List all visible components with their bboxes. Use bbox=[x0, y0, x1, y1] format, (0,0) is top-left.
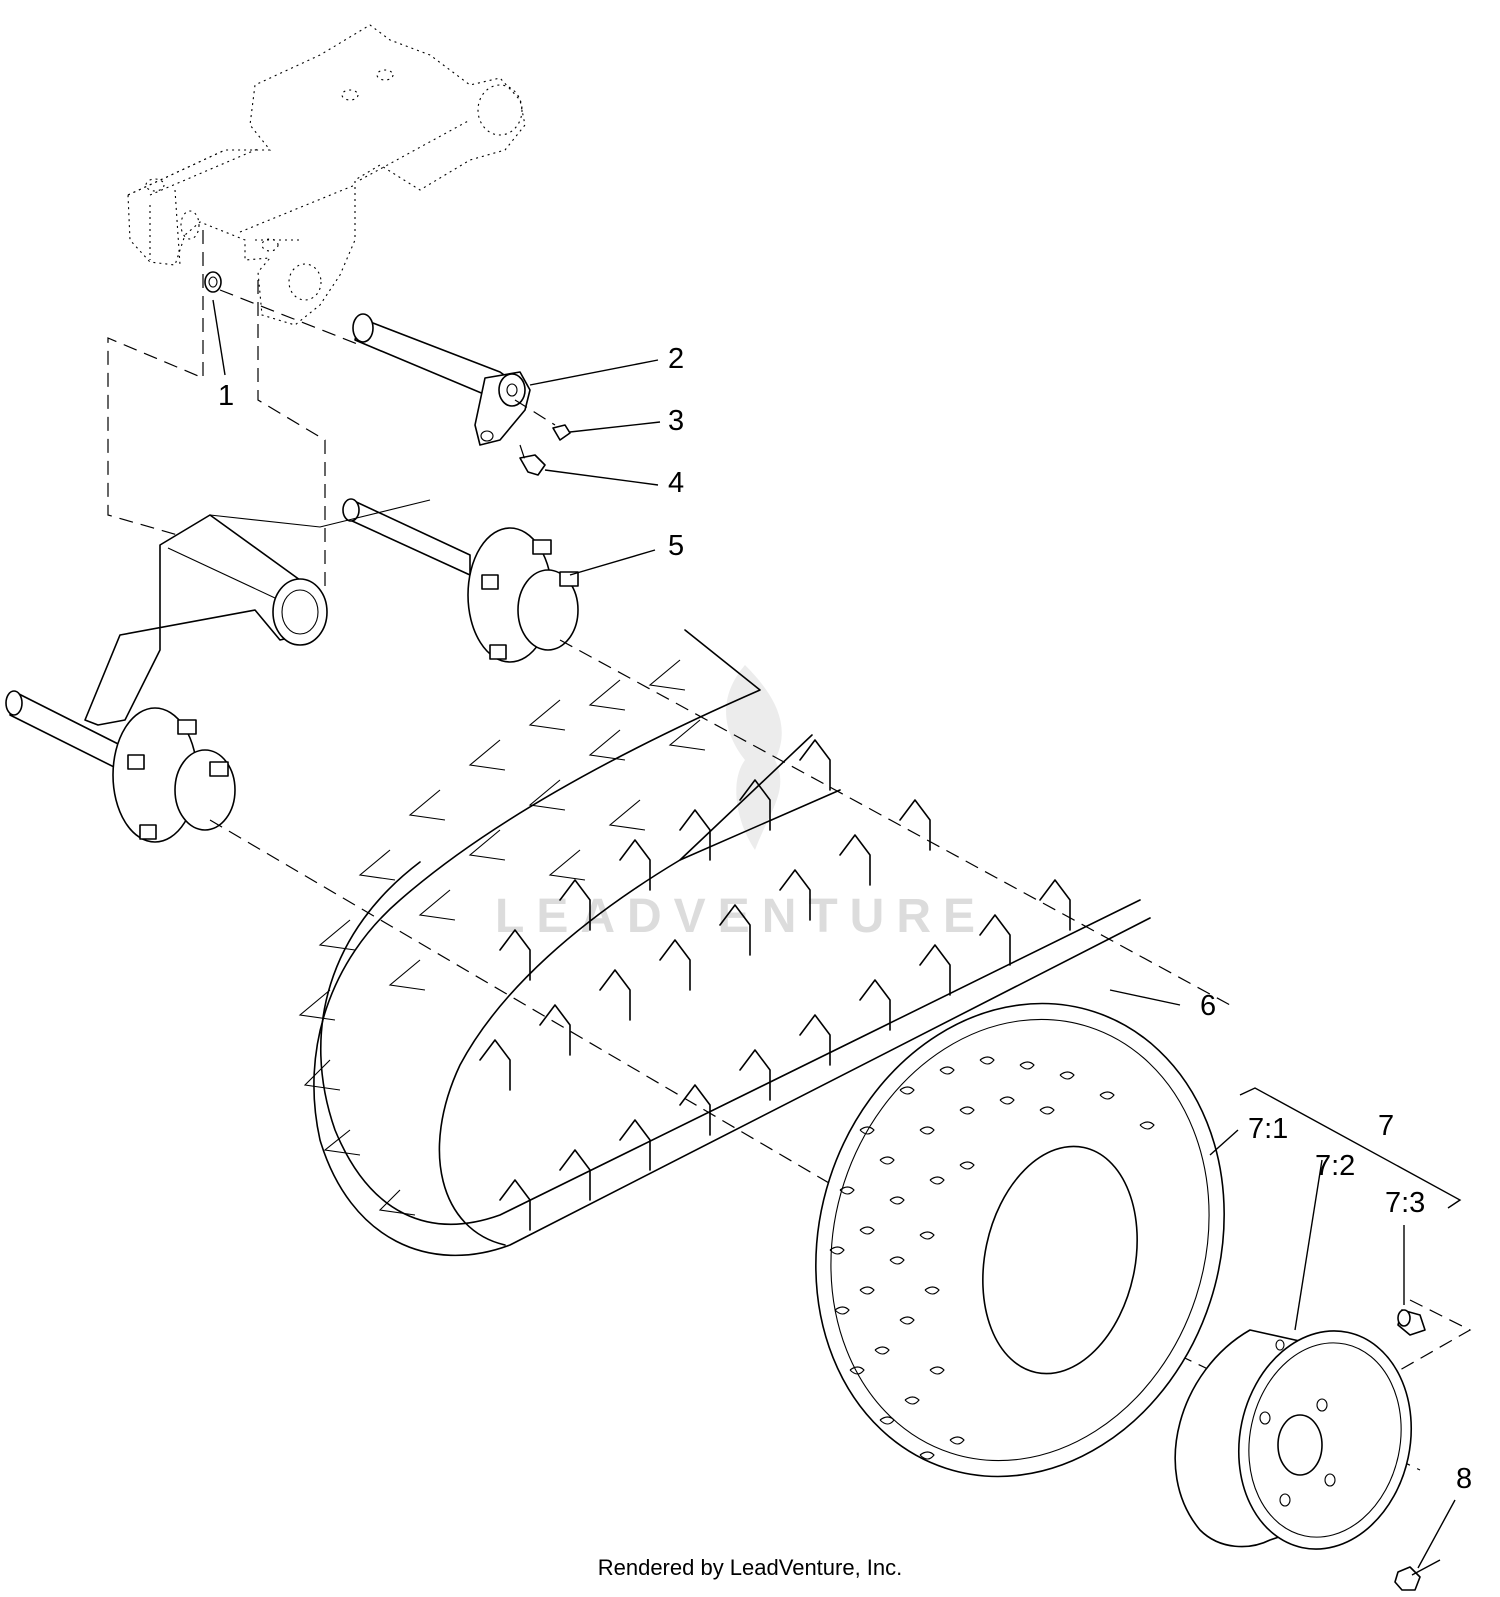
part-7-2-rim bbox=[1174, 1329, 1413, 1550]
part-3-grease-fitting bbox=[552, 424, 571, 441]
part-6-track bbox=[298, 629, 1151, 1257]
part-2-pivot-pin bbox=[352, 313, 531, 446]
leader-lines bbox=[212, 299, 1462, 1576]
watermark-text: LEADVENTURE bbox=[495, 890, 987, 943]
callout-7-3: 7:3 bbox=[1385, 1187, 1425, 1219]
part-7-1-tire bbox=[815, 1002, 1225, 1478]
part-4-bolt bbox=[519, 454, 546, 476]
callout-7-1: 7:1 bbox=[1248, 1113, 1288, 1145]
callout-4: 4 bbox=[668, 467, 684, 499]
footer-credit: Rendered by LeadVenture, Inc. bbox=[597, 1555, 903, 1580]
part-1-nut bbox=[204, 271, 222, 293]
callout-7-2: 7:2 bbox=[1315, 1150, 1355, 1182]
callout-6: 6 bbox=[1200, 990, 1216, 1022]
watermark: LEADVENTURE bbox=[495, 665, 987, 943]
frame-bracket bbox=[127, 24, 526, 326]
callout-3: 3 bbox=[668, 405, 684, 437]
callout-1: 1 bbox=[218, 380, 234, 412]
callout-labels: 1 2 3 4 5 6 7 7:1 7:2 7:3 8 bbox=[218, 343, 1472, 1495]
callout-2: 2 bbox=[668, 343, 684, 375]
part-7-3-valve-stem bbox=[1397, 1309, 1426, 1336]
part-5-axle-hub-assembly bbox=[5, 498, 579, 843]
callout-8: 8 bbox=[1456, 1463, 1472, 1495]
callout-7: 7 bbox=[1378, 1110, 1394, 1142]
assembly-lines-upper bbox=[107, 230, 556, 590]
callout-5: 5 bbox=[668, 530, 684, 562]
part-8-lug-nut bbox=[1394, 1566, 1421, 1591]
